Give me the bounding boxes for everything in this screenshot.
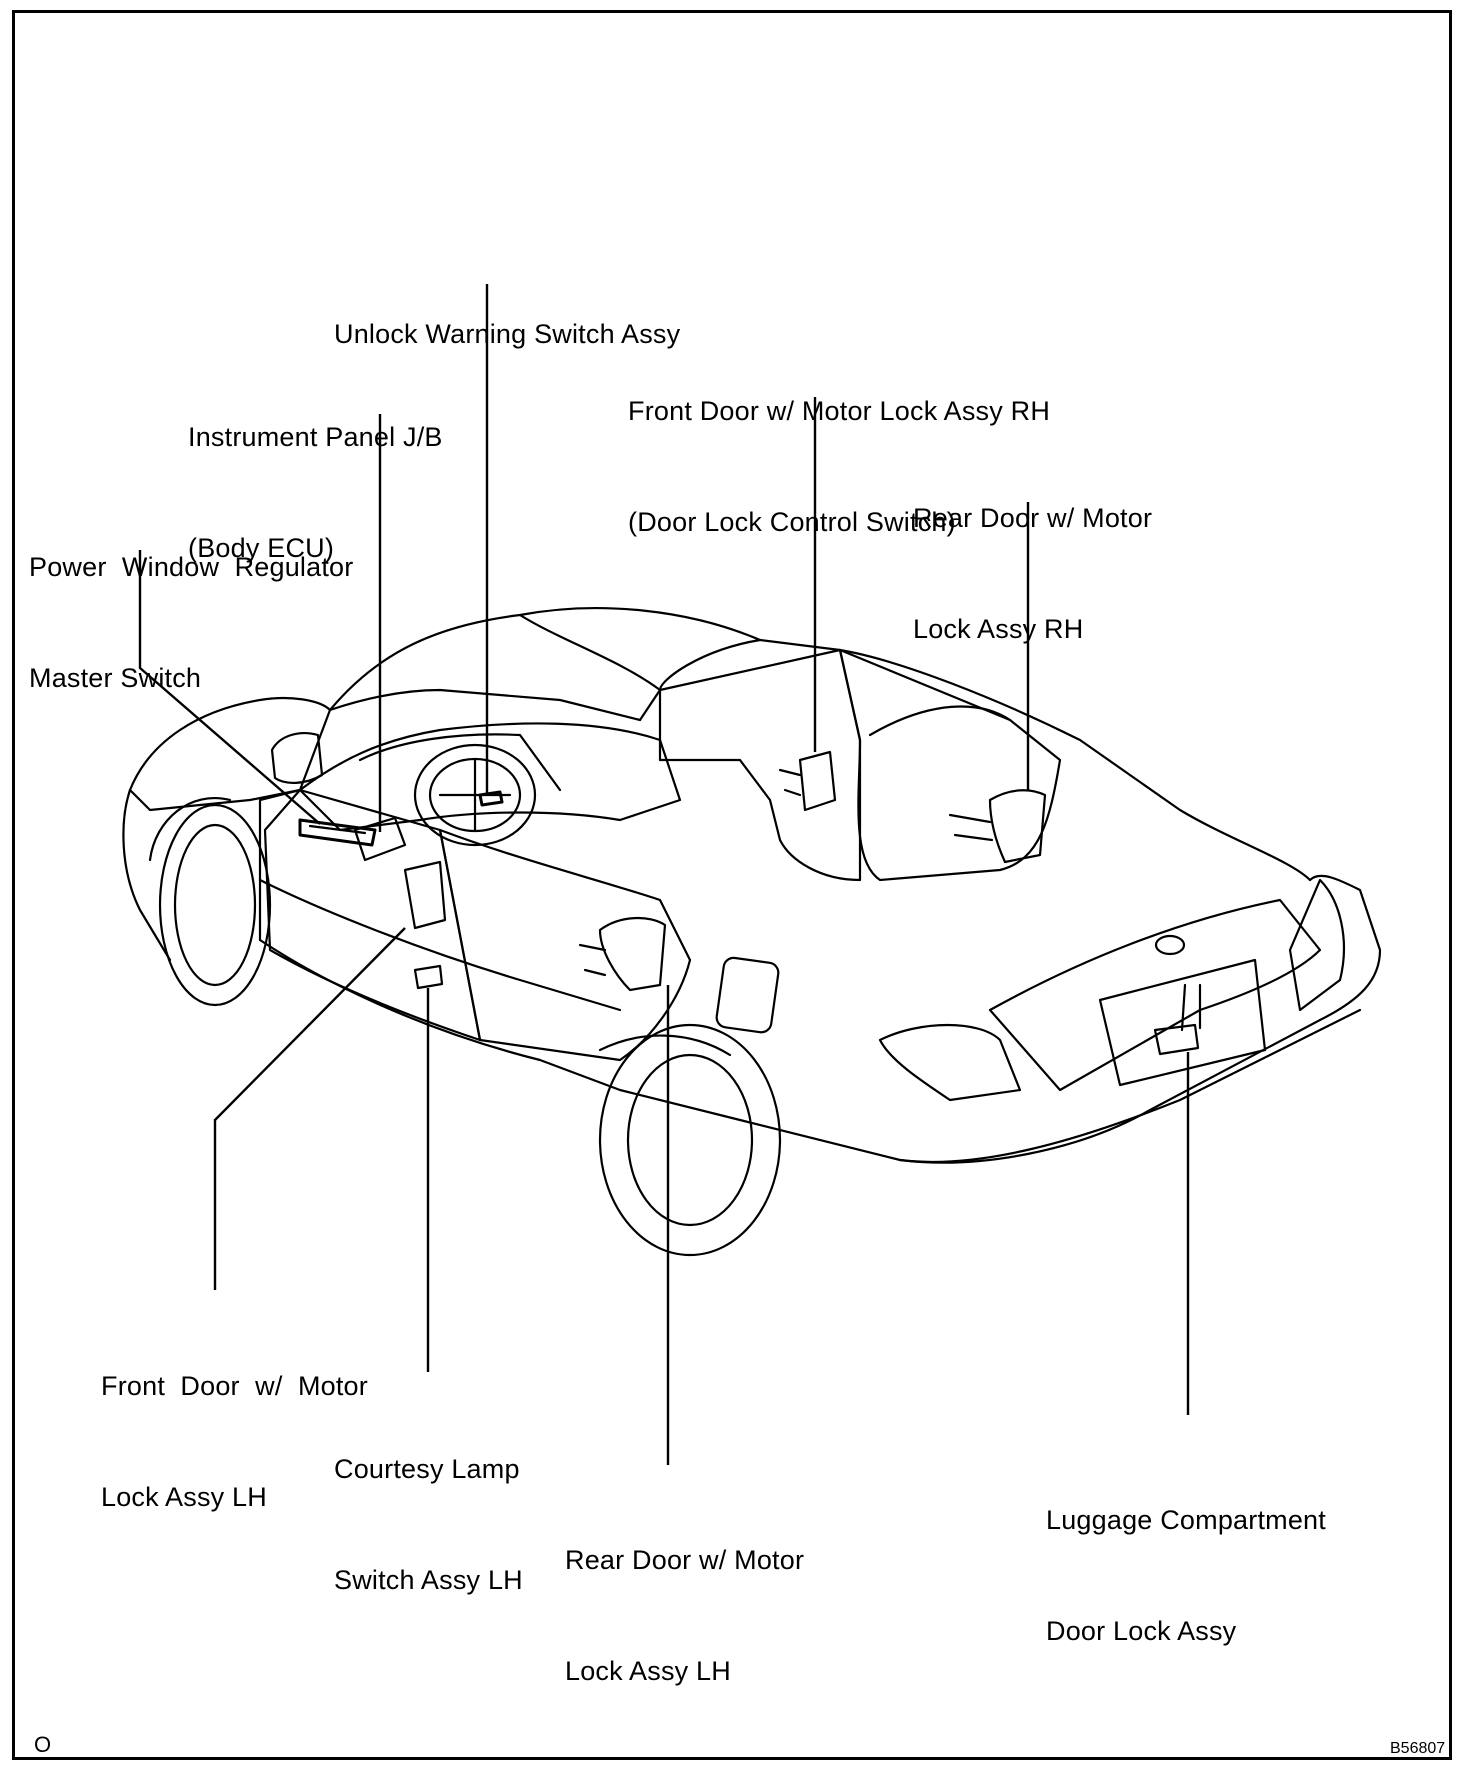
leader-front-door-lh [213,927,406,1290]
rear-bumper [898,1008,1362,1163]
fuel-door [715,956,780,1034]
emblem [1154,934,1186,956]
front-bumper [122,788,172,962]
rear-door-rh-lock-part [988,789,1047,864]
label-front-door-lock-rh: Front Door w/ Motor Lock Assy RH (Door L… [628,319,1050,578]
leader-lines [138,284,1190,1465]
label-line: Instrument Panel J/B [188,422,443,452]
label-line: Front Door w/ Motor Lock Assy RH [628,396,1051,426]
rear-wheel [598,1023,782,1257]
trunk-lid [988,898,1322,1092]
label-line: Switch Assy LH [334,1565,523,1595]
unlock-warning-switch-part [478,790,504,807]
front-door-rh-lock-part [798,750,837,812]
front-door-lh [263,788,482,1042]
label-unlock-warning-switch: Unlock Warning Switch Assy [334,242,680,390]
hood-outline [128,696,332,812]
license-plate-area [1098,958,1267,1087]
tail-light-left [878,1023,1022,1102]
label-front-door-lock-lh: Front Door w/ Motor Lock Assy LH [101,1294,368,1553]
label-line: Unlock Warning Switch Assy [334,319,681,349]
label-rear-door-lock-lh: Rear Door w/ Motor Lock Assy LH [565,1468,804,1727]
rear-door-lh [438,828,692,1062]
label-line: Rear Door w/ Motor [565,1545,805,1575]
label-line: Luggage Compartment [1046,1505,1326,1535]
steering-wheel [413,743,537,847]
label-instrument-panel-jb: Instrument Panel J/B (Body ECU) [188,345,443,604]
label-line: Front Door w/ Motor [101,1371,368,1401]
label-line: Courtesy Lamp [334,1454,520,1484]
front-door-lh-lock-part [403,860,447,930]
label-line: (Door Lock Control Switch) [628,507,956,537]
corner-mark: O [34,1732,52,1757]
label-line: Lock Assy LH [565,1656,731,1686]
label-line: Rear Door w/ Motor [913,503,1153,533]
tail-light-right [1288,878,1346,1012]
power-window-switch [298,818,377,847]
label-line: Lock Assy LH [101,1482,267,1512]
side-mirror [270,732,324,784]
label-line: Door Lock Assy [1046,1616,1237,1646]
diagram-frame [12,10,1452,1760]
rear-door-lh-lock-part [598,916,667,992]
luggage-door-lock-part [1153,1023,1200,1056]
figure-code: B56807 [1390,1740,1446,1757]
car-roof-outline [328,607,1312,882]
front-wheel [158,803,272,1007]
label-rear-door-lock-rh: Rear Door w/ Motor Lock Assy RH [913,426,1152,685]
instrument-panel-jb-part [353,816,407,862]
label-luggage-compartment-lock: Luggage Compartment Door Lock Assy [1046,1428,1326,1687]
label-line: Lock Assy RH [913,614,1084,644]
dashboard [298,722,682,832]
label-line: (Body ECU) [188,533,335,563]
label-courtesy-lamp-switch-lh: Courtesy Lamp Switch Assy LH [334,1377,523,1636]
rear-window-outline [838,648,1062,882]
rear-quarter-window [658,648,862,882]
label-line: Master Switch [29,663,202,693]
label-power-window-master-switch: Power Window Regulator Master Switch [29,475,353,734]
label-line: Power Window Regulator [29,552,354,582]
leader-power-window [138,550,321,825]
windshield-outline [328,688,642,722]
courtesy-lamp-switch-part [413,964,444,990]
